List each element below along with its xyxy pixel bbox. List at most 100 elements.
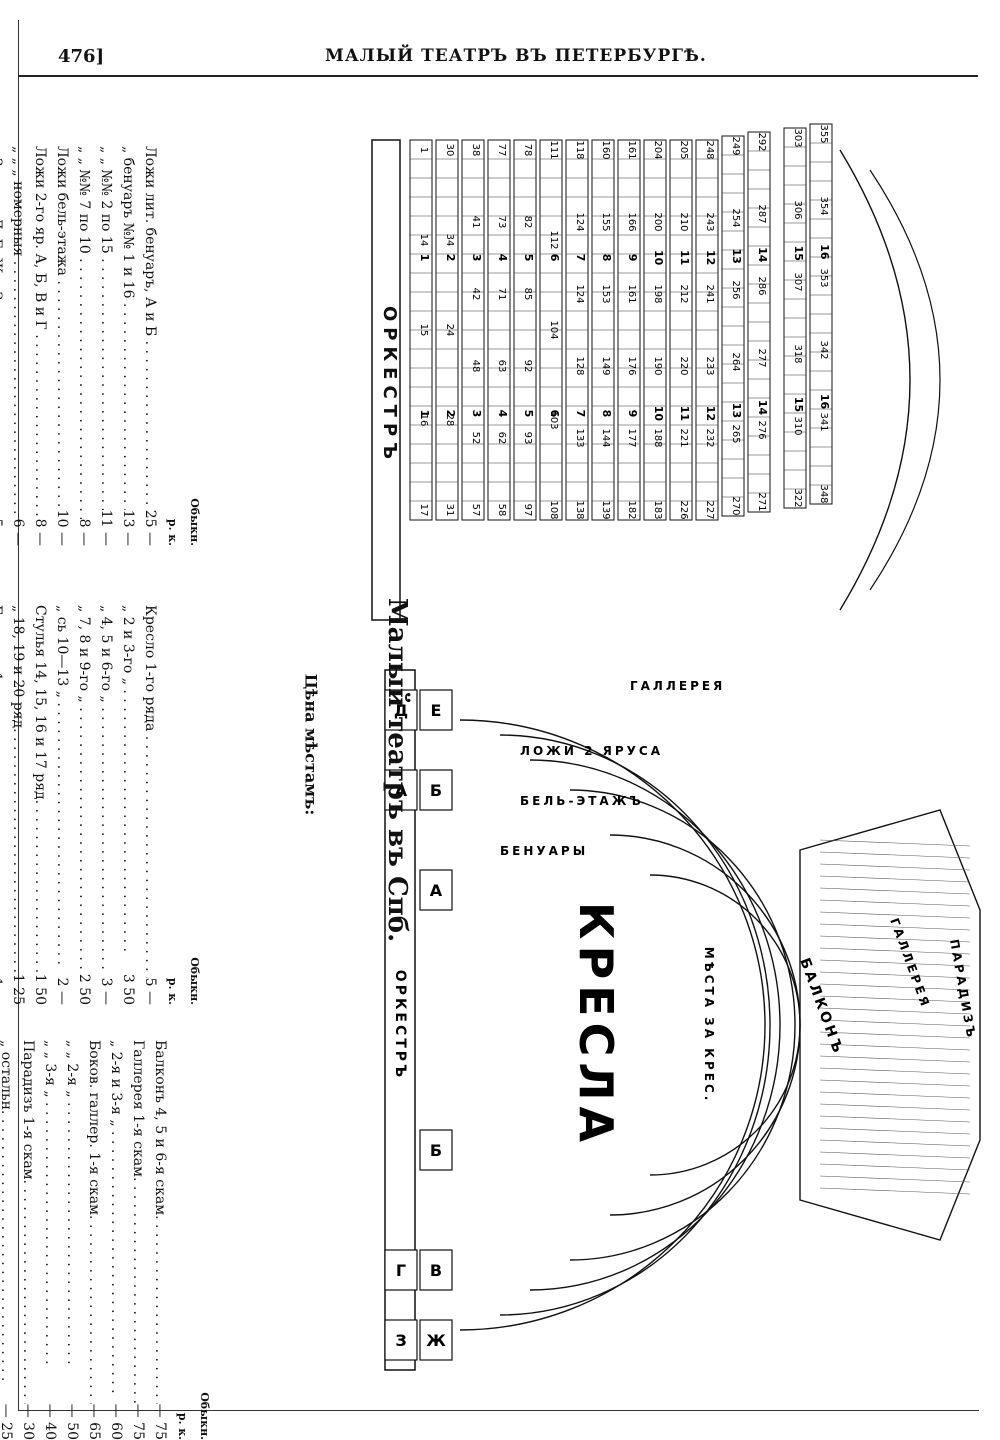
row-number: 3 — [470, 410, 483, 418]
seat-number: 205 — [678, 140, 689, 159]
price-row: Парадизъ 1-я скам.— 30 — [17, 1040, 39, 1440]
price-value: 1 — — [0, 978, 7, 1005]
box-letter-cell — [419, 689, 453, 731]
box-letter: З — [395, 1331, 406, 1350]
box-letter: Б — [430, 781, 442, 800]
seat-number: 161 — [626, 284, 637, 303]
seat-number: 103 — [548, 410, 559, 429]
tier-arcs — [459, 719, 801, 1331]
price-label: „ 3-го яр. Д, Е, Ж и З — [0, 146, 7, 519]
row-number: 12 — [704, 250, 717, 265]
box-letter: Г — [396, 1261, 406, 1280]
seat-number: 176 — [626, 356, 637, 375]
seat-number: 348 — [818, 484, 829, 503]
box-letter-cell — [384, 1319, 418, 1361]
row-number: 6 — [548, 410, 561, 418]
balcony-bench-line — [819, 983, 971, 991]
row-number: 5 — [522, 410, 535, 418]
seat-number: 108 — [548, 500, 559, 519]
seat-number: 144 — [600, 428, 611, 447]
price-label: „ 7, 8 и 9-го „ — [73, 605, 95, 974]
seat-number: 14 — [418, 234, 429, 247]
seat-number: 177 — [626, 428, 637, 447]
price-value: 5 — — [142, 977, 158, 1005]
seat-number: 124 — [574, 212, 585, 231]
price-row: „ 18, 19 и 20 ряд.1 25 — [7, 605, 29, 1005]
benoir-label: БЕНУАРЫ — [500, 844, 588, 858]
seat-number: 128 — [574, 356, 585, 375]
price-row: „ „ №№ 2 по 1511 — — [95, 146, 117, 546]
row-number: 7 — [574, 410, 587, 418]
row-number: 11 — [678, 406, 691, 421]
price-value: 2 50 — [76, 973, 92, 1005]
seat-number: 265 — [730, 424, 741, 443]
row-number: 16 — [818, 394, 831, 410]
balcony-bench-line — [819, 971, 971, 979]
seat-number: 160 — [600, 140, 611, 159]
price-value: — 40 — [42, 1403, 58, 1440]
price-unit: р. к. — [166, 977, 179, 1005]
price-value: — 65 — [86, 1403, 102, 1440]
seat-number: 190 — [652, 356, 663, 375]
box-letter: А — [430, 881, 443, 900]
seat-number: 322 — [792, 488, 803, 507]
seat-number: 28 — [444, 414, 455, 427]
tier2-label: ЛОЖИ 2 ЯРУСА — [520, 744, 663, 758]
seat-number: 241 — [704, 284, 715, 303]
seat-number: 24 — [444, 324, 455, 337]
behind-stalls-label: МѢСТА ЗА КРЕС. — [702, 947, 716, 1104]
row-number: 9 — [626, 254, 639, 262]
seat-number: 183 — [652, 500, 663, 519]
row-number: 4 — [496, 410, 509, 418]
seat-number: 212 — [678, 284, 689, 303]
seat-number: 354 — [818, 196, 829, 215]
seat-number: 16 — [418, 414, 429, 427]
price-label: „ „ №№ 7 по 10 — [73, 146, 95, 519]
seat-number: 63 — [496, 360, 507, 373]
seat-number: 264 — [730, 352, 741, 371]
row-number: 11 — [678, 250, 691, 265]
box-letter-cell — [419, 769, 453, 811]
row-number: 9 — [626, 410, 639, 418]
balcony-bench-line — [819, 935, 971, 943]
row-number: 10 — [652, 406, 665, 422]
price-row: Стулья 14, 15, 16 и 17 ряд.1 50 — [29, 605, 51, 1005]
seat-number: 77 — [496, 144, 507, 157]
seat-number: 111 — [548, 140, 559, 159]
box-letter-cell — [384, 689, 418, 731]
plan-edge — [384, 669, 416, 1371]
seat-number: 41 — [470, 216, 481, 229]
balcony-bench-line — [819, 1163, 971, 1171]
price-label: „ бенуаръ №№ 1 и 16 — [117, 146, 139, 510]
price-table-mid: Обыкн.р. к.Кресло 1-го ряда5 —„ 2 и 3-го… — [0, 605, 205, 1005]
seat-number: 303 — [792, 128, 803, 147]
price-row: „ 3-го яр. Д, Е, Ж и З5 — — [0, 146, 7, 546]
row-number: 13 — [730, 403, 743, 418]
row-number: 1 — [418, 254, 431, 262]
price-label: „ 2-я и 3-я „ — [105, 1040, 127, 1404]
seat-number: 112 — [548, 230, 559, 249]
price-label: Ложи лит. бенуаръ, А и Б — [139, 146, 161, 510]
row-number: 10 — [652, 250, 665, 266]
seat-number: 38 — [470, 144, 481, 157]
seat-number: 93 — [522, 432, 533, 445]
seat-number: 248 — [704, 140, 715, 159]
seat-number: 307 — [792, 272, 803, 291]
seat-number: 277 — [756, 348, 767, 367]
balcony-bench-line — [819, 851, 971, 859]
row-number: 14 — [756, 400, 769, 416]
price-label: Кресло 1-го ряда — [139, 605, 161, 978]
price-value: 11 — — [98, 509, 114, 546]
price-row: „ остальн.— 25 — [0, 1040, 17, 1440]
price-label: Парадизъ 1-я скам. — [17, 1040, 39, 1404]
seat-number: 155 — [600, 212, 611, 231]
box-letter-cell — [384, 769, 418, 811]
seat-number: 182 — [626, 500, 637, 519]
balcony-bench-line — [819, 1019, 971, 1027]
balcony-bench-line — [819, 923, 971, 931]
seat-number: 318 — [792, 344, 803, 363]
price-row: „ 4, 5 и 6-го „3 — — [95, 605, 117, 1005]
seat-number: 30 — [444, 144, 455, 157]
balcony-bench-line — [819, 863, 971, 871]
price-row: „ „ 3-я „— 40 — [39, 1040, 61, 1440]
